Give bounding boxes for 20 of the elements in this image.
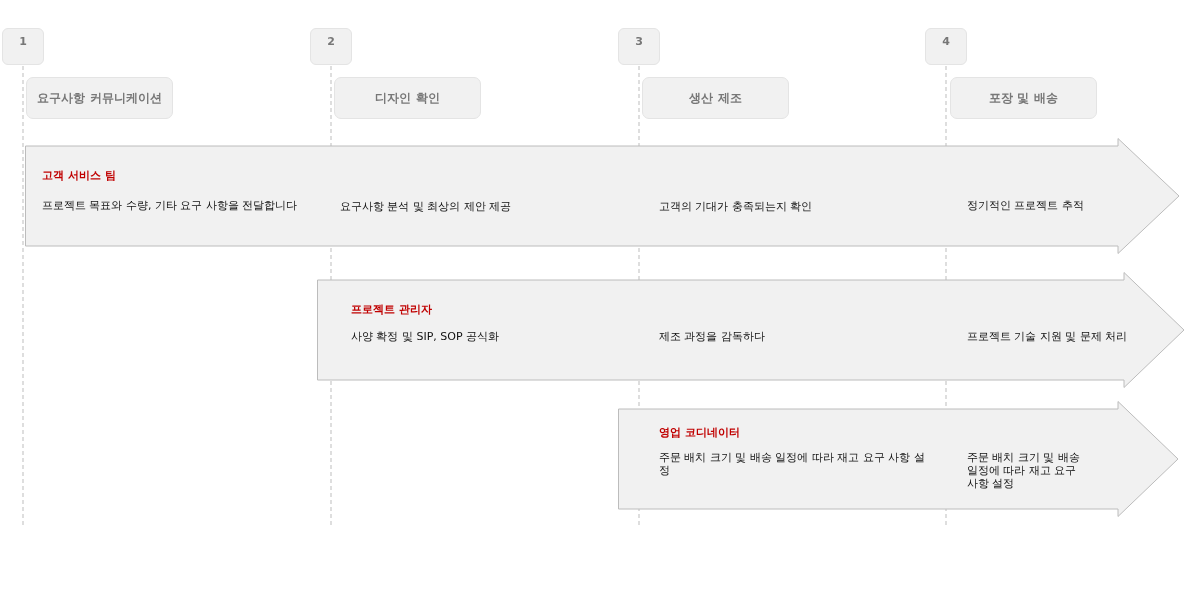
stage-header: 포장 및 배송 [950, 77, 1097, 119]
task-text: 사양 확정 및 SIP, SOP 공식화 [351, 330, 500, 343]
task-text: 주문 배치 크기 및 배송 일정에 따라 재고 요구 사항 설정 [659, 451, 926, 477]
task-text: 정기적인 프로젝트 추적 [967, 199, 1084, 212]
task-text: 주문 배치 크기 및 배송 일정에 따라 재고 요구 사항 설정 [967, 451, 1081, 490]
task-text: 요구사항 분석 및 최상의 제안 제공 [340, 200, 512, 213]
stage-header: 디자인 확인 [334, 77, 481, 119]
lane-title: 프로젝트 관리자 [351, 303, 432, 317]
lane-title: 영업 코디네이터 [659, 426, 740, 440]
step-number: 4 [925, 28, 967, 65]
task-text: 고객의 기대가 충족되는지 확인 [659, 200, 813, 213]
step-number: 1 [2, 28, 44, 65]
step-number: 3 [618, 28, 660, 65]
lane-title: 고객 서비스 팀 [42, 169, 116, 183]
step-number: 2 [310, 28, 352, 65]
task-text: 프로젝트 기술 지원 및 문제 처리 [967, 330, 1128, 343]
stage-header: 요구사항 커뮤니케이션 [26, 77, 173, 119]
stage-header: 생산 제조 [642, 77, 789, 119]
task-text: 제조 과정을 감독하다 [659, 330, 765, 343]
task-text: 프로젝트 목표와 수량, 기타 요구 사항을 전달합니다 [42, 199, 298, 212]
